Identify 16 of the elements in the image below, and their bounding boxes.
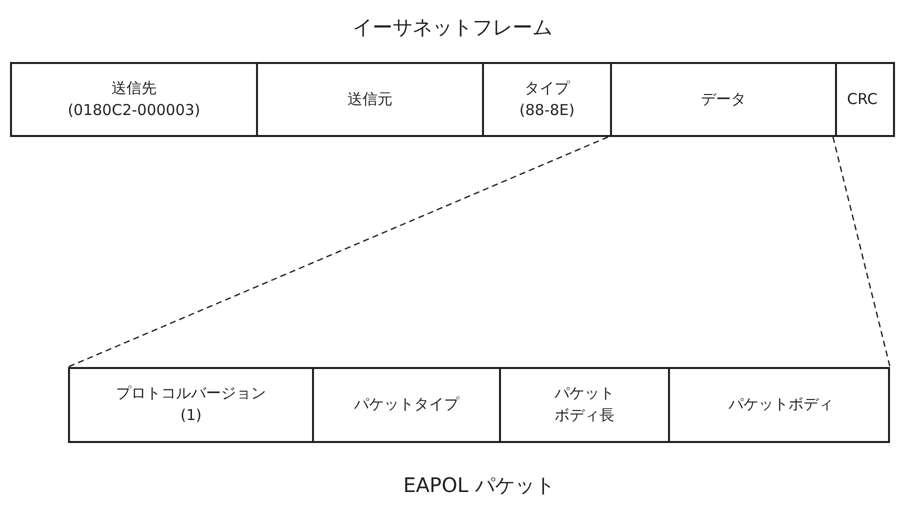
field-label: タイプ bbox=[524, 78, 570, 99]
frame-title: EAPOL パケット bbox=[402, 472, 556, 499]
field-label: パケットボディ長 bbox=[554, 383, 616, 426]
field-label: CRC bbox=[847, 88, 878, 110]
field-value: (88-8E) bbox=[519, 100, 575, 120]
field-value: (0180C2-000003) bbox=[68, 100, 200, 120]
dashed-guide-line bbox=[68, 136, 608, 368]
field-label: データ bbox=[701, 88, 746, 110]
field-label: プロトコルバージョン bbox=[116, 383, 266, 404]
dashed-guide-line bbox=[832, 136, 891, 368]
field-value: (1) bbox=[180, 405, 202, 426]
field-label: 送信先 bbox=[112, 78, 156, 99]
field-label: 送信元 bbox=[348, 88, 392, 110]
field-label: パケットボディ bbox=[728, 394, 834, 416]
field-label: パケットタイプ bbox=[354, 394, 459, 416]
frame-title: イーサネットフレーム bbox=[352, 14, 554, 41]
